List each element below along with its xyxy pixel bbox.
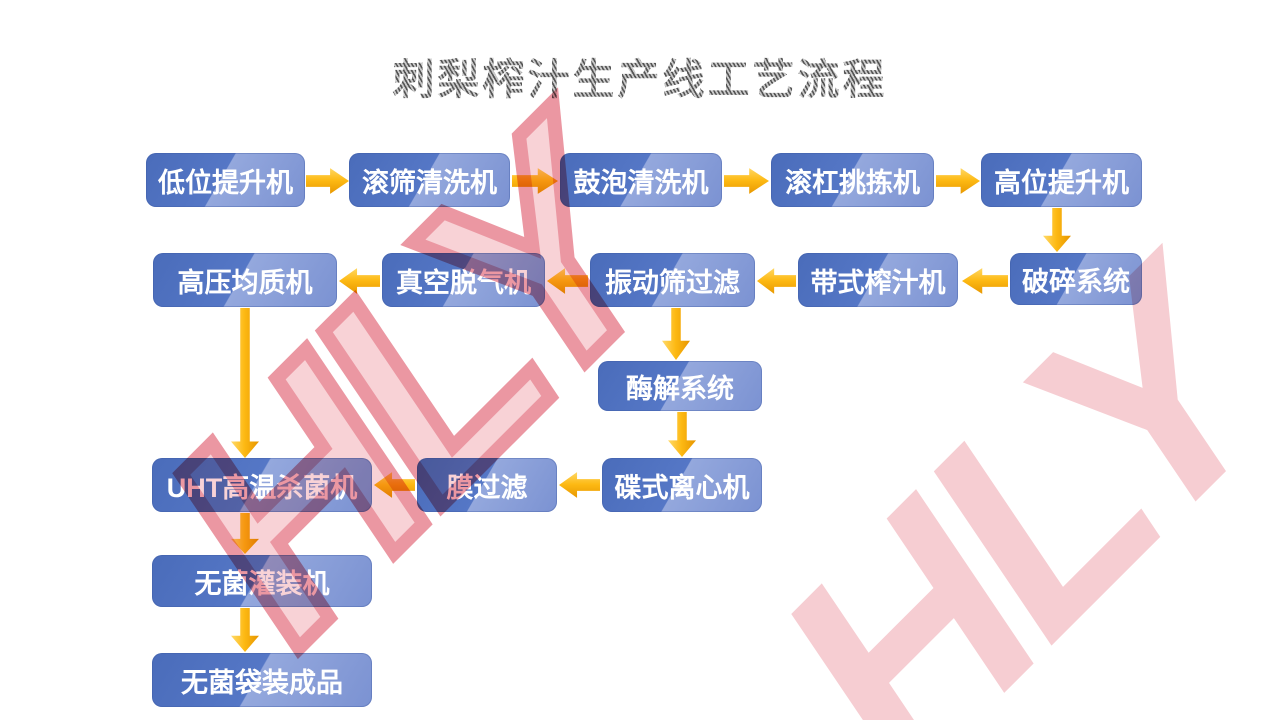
node-uht-sterilizer: UHT高温杀菌机 bbox=[152, 458, 372, 512]
arrow-degasser-to-homogenizer bbox=[339, 268, 380, 294]
arrow-crushing-to-belt-juicer bbox=[962, 268, 1008, 294]
node-high-elevator: 高位提升机 bbox=[981, 153, 1142, 207]
arrow-vibrating-screen-to-enzymolysis bbox=[662, 308, 690, 360]
arrow-membrane-filter-to-uht bbox=[374, 472, 415, 498]
node-disc-centrifuge: 碟式离心机 bbox=[602, 458, 762, 512]
arrow-uht-to-aseptic-filler bbox=[231, 513, 259, 554]
node-vibrating-screen-filter: 振动筛过滤 bbox=[590, 253, 755, 307]
node-belt-juicer: 带式榨汁机 bbox=[798, 253, 958, 307]
node-drum-screen-washer: 滚筛清洗机 bbox=[349, 153, 510, 207]
arrow-high-elevator-to-crushing bbox=[1043, 208, 1071, 252]
node-crushing-system: 破碎系统 bbox=[1010, 253, 1142, 305]
node-aseptic-filler: 无菌灌装机 bbox=[152, 555, 372, 607]
node-aseptic-bagged-product: 无菌袋装成品 bbox=[152, 653, 372, 707]
arrow-bubble-washer-to-roller-sorter bbox=[724, 168, 769, 194]
arrow-roller-sorter-to-high-elevator bbox=[936, 168, 980, 194]
arrow-centrifuge-to-membrane-filter bbox=[559, 472, 600, 498]
node-roller-sorter: 滚杠挑拣机 bbox=[771, 153, 934, 207]
node-membrane-filter: 膜过滤 bbox=[417, 458, 557, 512]
node-bubble-washer: 鼓泡清洗机 bbox=[560, 153, 722, 207]
arrow-low-elevator-to-drum-washer bbox=[306, 168, 349, 194]
arrow-belt-juicer-to-vibrating-screen bbox=[757, 268, 796, 294]
node-high-pressure-homogenizer: 高压均质机 bbox=[153, 253, 337, 307]
arrow-homogenizer-to-uht bbox=[231, 308, 259, 458]
arrow-enzymolysis-to-centrifuge bbox=[668, 412, 696, 457]
page-title: 刺梨榨汁生产线工艺流程 bbox=[0, 46, 1280, 107]
node-low-elevator: 低位提升机 bbox=[146, 153, 305, 207]
node-enzymolysis-system: 酶解系统 bbox=[598, 361, 762, 411]
arrow-drum-washer-to-bubble-washer bbox=[512, 168, 558, 194]
arrow-filler-to-bagged-product bbox=[231, 608, 259, 652]
arrow-vibrating-screen-to-degasser bbox=[547, 268, 588, 294]
node-vacuum-degasser: 真空脱气机 bbox=[382, 253, 545, 307]
